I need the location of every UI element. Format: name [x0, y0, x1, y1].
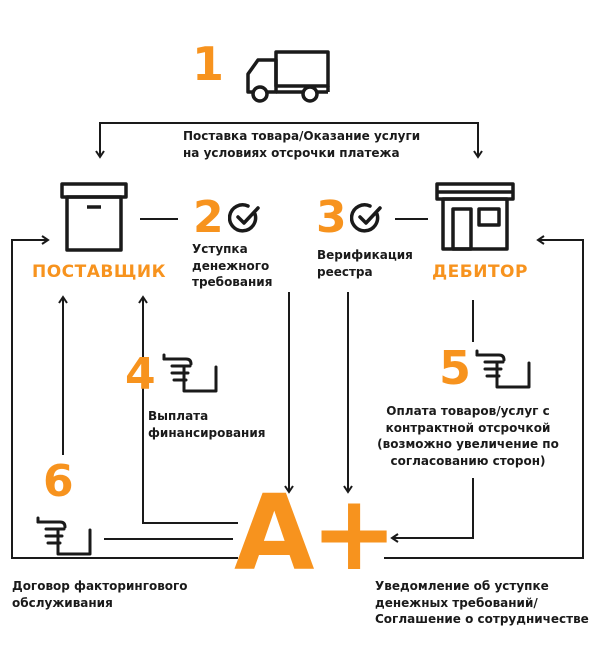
delivery-arrow-right [290, 122, 483, 159]
step-4-label: Выплата финансирования [148, 409, 266, 440]
delivery-arrow-left [95, 122, 290, 159]
hand-cash-icon [36, 516, 92, 556]
hand-cash-icon [475, 349, 531, 389]
outer-right-arrow [384, 235, 584, 559]
step-2-number: 2 [193, 192, 224, 243]
step-2-label: Уступка денежного требования [192, 242, 273, 289]
step4-arrow [138, 295, 238, 524]
delivery-label: Поставка товара/Оказание услуги на услов… [183, 129, 421, 160]
supplier-label: ПОСТАВЩИК [32, 262, 167, 282]
outer-left-arrow [11, 235, 238, 559]
check-circle-icon [350, 203, 382, 233]
factoring-contract-label: Договор факторингового обслуживания [12, 579, 188, 610]
truck-icon [246, 50, 330, 103]
step-6-number: 6 [43, 456, 74, 507]
step-4-number: 4 [125, 349, 156, 400]
store-icon [435, 182, 515, 251]
hand-cash-icon [162, 353, 218, 393]
step-1-number: 1 [192, 37, 225, 91]
step5-arrow [390, 478, 474, 543]
factor-logo: A+ [234, 472, 398, 594]
step-5-number: 5 [439, 341, 472, 395]
step-5-label: Оплата товаров/услуг с контрактной отсро… [377, 404, 559, 468]
check-circle-icon [228, 203, 260, 233]
step-3-label: Верификация реестра [317, 248, 413, 279]
notification-label: Уведомление об уступке денежных требован… [375, 579, 589, 626]
box-icon [60, 182, 128, 252]
step-3-number: 3 [316, 192, 347, 243]
debtor-label: ДЕБИТОР [432, 262, 528, 282]
